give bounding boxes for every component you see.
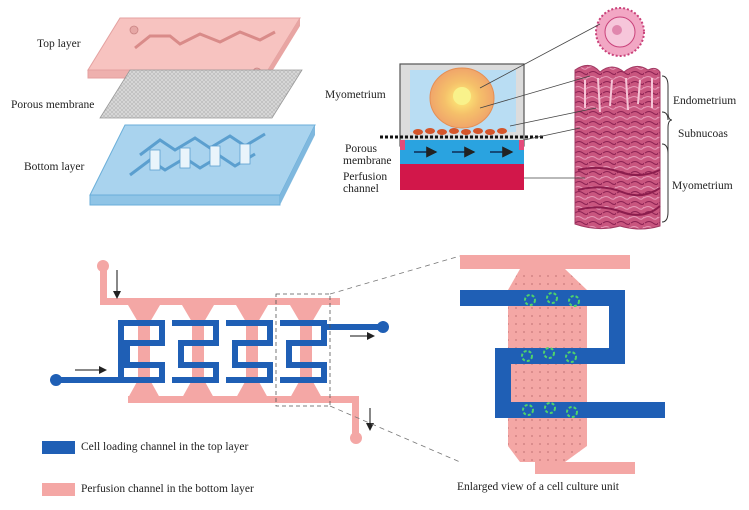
myometrium-tissue-label: Myometrium (672, 180, 733, 192)
connector-lines (479, 23, 601, 179)
porous-membrane-label: Porous membrane (11, 99, 95, 111)
enlarged-view-caption: Enlarged view of a cell culture unit (457, 481, 620, 493)
tissue-brackets (661, 75, 673, 223)
perfusion-label-line2: channel (343, 183, 379, 195)
zoom-selection-box (275, 293, 331, 407)
myometrium-chamber-label: Myometrium (325, 89, 386, 101)
top-layer-label: Top layer (37, 38, 81, 50)
embryo-blastocyst (595, 7, 645, 57)
perfusion-label-line1: Perfusion (343, 171, 388, 183)
flow-arrows (75, 270, 375, 431)
legend-cell-loading-label: Cell loading channel in the top layer (81, 441, 249, 453)
cell-loading-channel-network (50, 320, 389, 386)
bottom-layer-label: Bottom layer (24, 161, 85, 173)
porous-label-line2: membrane (343, 155, 392, 167)
subnucoas-label: Subnucoas (678, 128, 728, 140)
endometrium-label: Endometrium (673, 95, 737, 107)
bottom-layer-slab (89, 124, 316, 206)
porous-label-line1: Porous (345, 143, 377, 155)
legend-swatch-pink (42, 483, 75, 496)
cell-monolayer (413, 128, 507, 135)
perfusion-channel-section (400, 140, 524, 190)
uterine-tissue-column (574, 65, 661, 230)
perfusion-channel-network (97, 260, 362, 444)
perfusion-channel-xsec-label: Perfusion channel (343, 171, 387, 195)
enlarged-culture-unit (460, 255, 665, 474)
porous-membrane-xsec-label: Porous membrane (343, 143, 392, 167)
porous-membrane-sheet (99, 69, 303, 119)
legend-perfusion-label: Perfusion channel in the bottom layer (81, 483, 254, 495)
legend-swatch-blue (42, 441, 75, 454)
top-layer-slab (87, 17, 301, 79)
zoom-guide-lines (329, 255, 461, 463)
